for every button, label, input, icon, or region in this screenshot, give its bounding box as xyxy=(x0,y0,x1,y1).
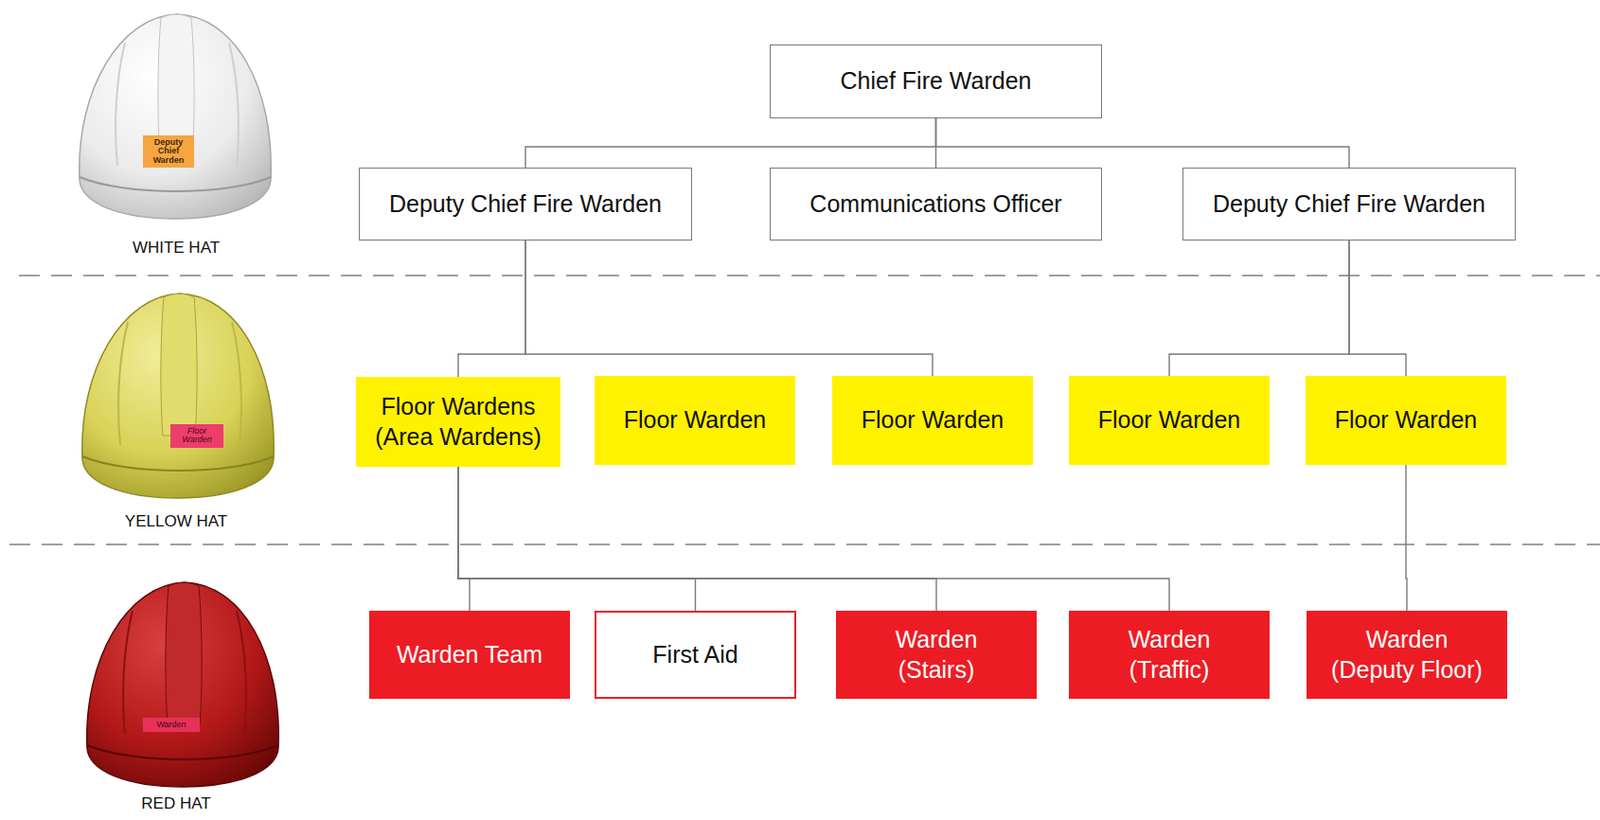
divider-line xyxy=(18,274,1600,277)
connector xyxy=(458,466,696,611)
box-label: Floor Wardens (Area Wardens) xyxy=(367,391,550,452)
org-box: Warden (Traffic) xyxy=(1068,610,1270,699)
box-label: Communications Officer xyxy=(809,189,1062,219)
org-box: Floor Warden xyxy=(1305,375,1507,465)
box-label: Chief Fire Warden xyxy=(840,66,1032,96)
connector xyxy=(458,240,526,377)
connector xyxy=(1405,464,1407,611)
box-label: Deputy Chief Fire Warden xyxy=(389,189,662,219)
hat-caption: RED HAT xyxy=(81,794,271,814)
hat-sticker-text: Warden xyxy=(142,717,200,732)
box-label: Floor Warden xyxy=(861,405,1005,435)
connector xyxy=(1169,240,1350,376)
org-box: Floor Wardens (Area Wardens) xyxy=(355,376,561,467)
connector xyxy=(525,118,937,168)
connector xyxy=(458,466,470,611)
box-label: First Aid xyxy=(652,640,738,670)
hat-sticker-text: Deputy Chief Warden xyxy=(142,135,195,168)
box-label: Warden (Stairs) xyxy=(855,624,1017,685)
red-hat xyxy=(87,582,279,787)
org-box: Floor Warden xyxy=(1068,375,1270,465)
connector xyxy=(1349,240,1406,376)
connector xyxy=(525,240,933,376)
org-box: Deputy Chief Fire Warden xyxy=(358,167,693,241)
hat-caption: WHITE HAT xyxy=(81,238,271,258)
hat-sticker-text: Floor Warden xyxy=(170,424,224,448)
divider-line xyxy=(9,543,1600,546)
hat-caption: YELLOW HAT xyxy=(81,512,271,532)
connector xyxy=(458,466,937,611)
box-label: Floor Warden xyxy=(1334,405,1478,435)
org-box: Warden (Stairs) xyxy=(835,610,1037,699)
box-label: Warden (Traffic) xyxy=(1088,624,1250,685)
box-label: Warden Team xyxy=(396,640,543,670)
box-label: Floor Warden xyxy=(623,405,767,435)
org-box: Chief Fire Warden xyxy=(769,44,1103,119)
yellow-hat xyxy=(82,293,274,498)
box-label: Warden (Deputy Floor) xyxy=(1326,624,1488,685)
org-box: Floor Warden xyxy=(594,375,796,465)
org-box: Warden (Deputy Floor) xyxy=(1306,610,1508,699)
org-box: Warden Team xyxy=(369,610,570,699)
white-hat xyxy=(79,14,271,219)
org-box: Communications Officer xyxy=(769,167,1103,241)
connector xyxy=(458,466,1170,611)
box-label: Deputy Chief Fire Warden xyxy=(1212,189,1486,219)
org-box: Floor Warden xyxy=(832,375,1033,465)
box-label: Floor Warden xyxy=(1098,405,1242,435)
org-box: First Aid xyxy=(594,610,797,699)
connector xyxy=(936,118,1351,168)
org-box: Deputy Chief Fire Warden xyxy=(1182,167,1516,241)
